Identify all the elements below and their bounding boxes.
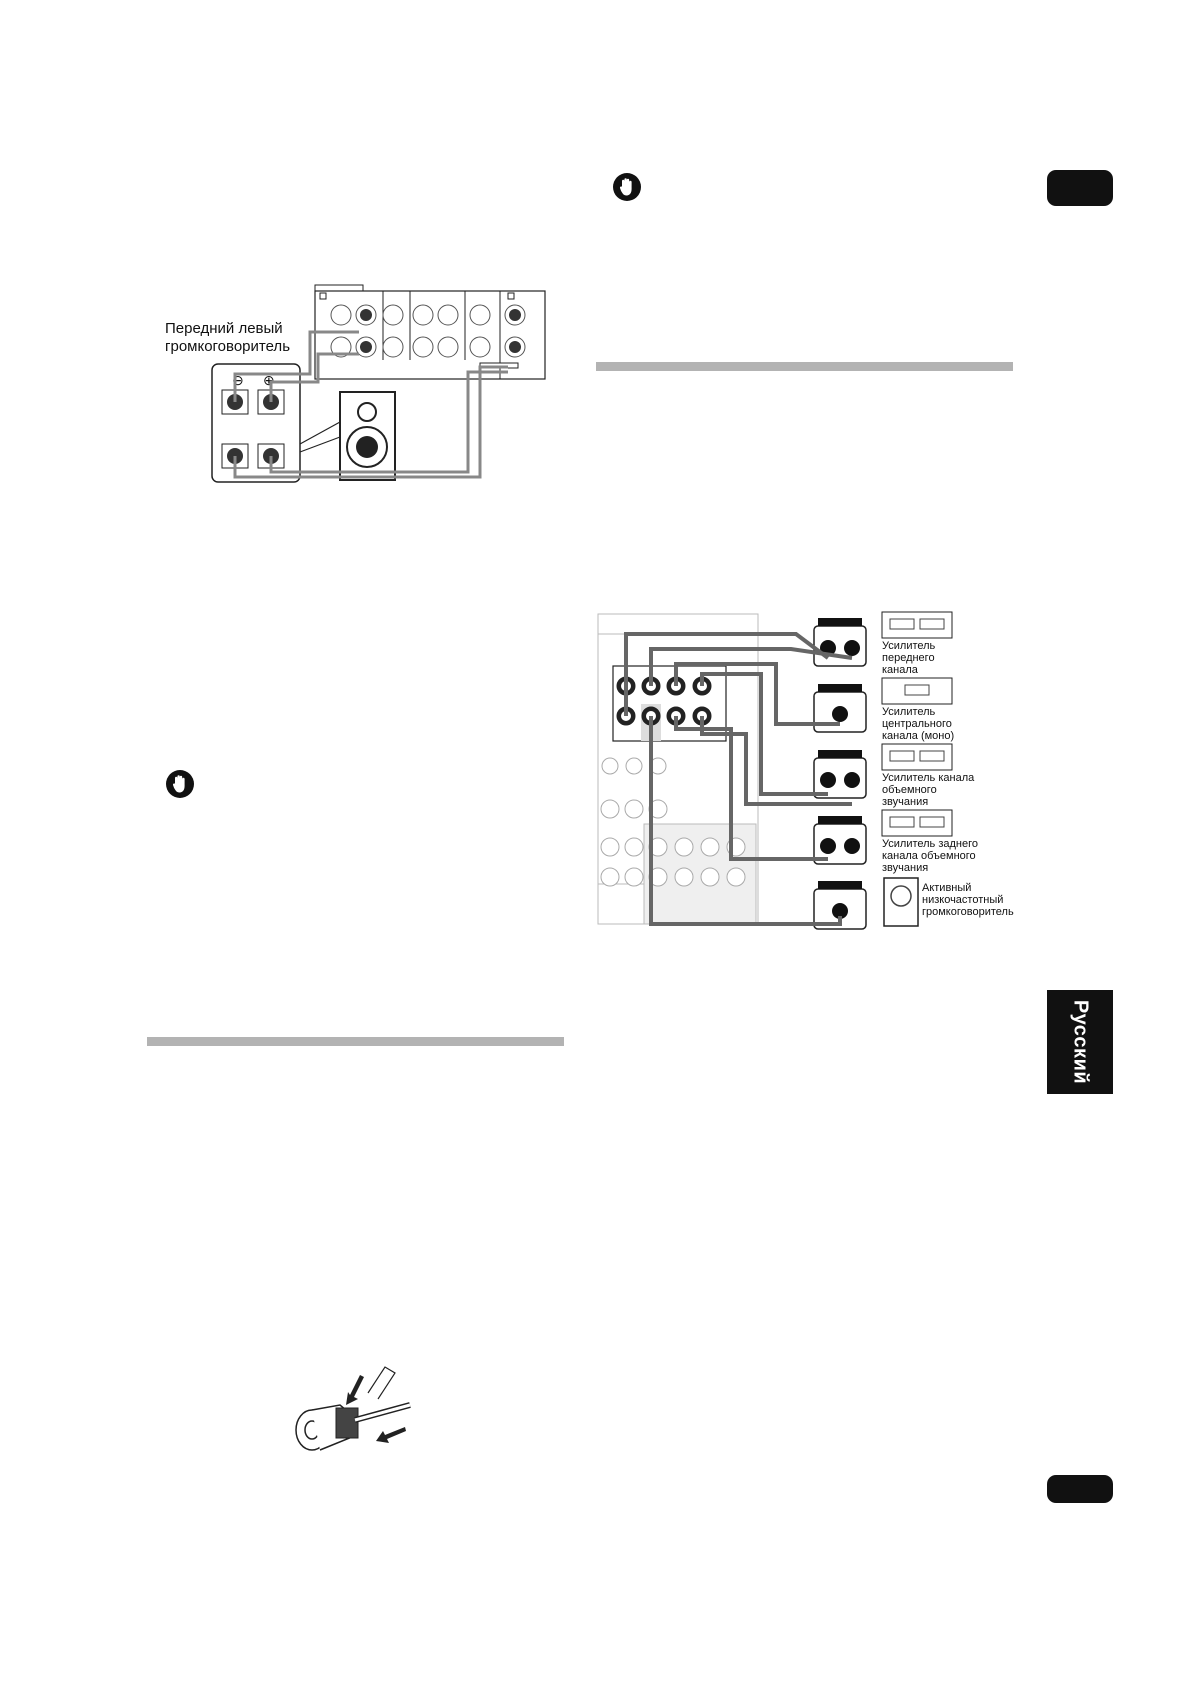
section-divider-left xyxy=(147,1037,564,1046)
svg-text:⊕: ⊕ xyxy=(263,372,275,388)
chapter-number-tab xyxy=(1047,170,1113,206)
caution-hand-icon xyxy=(613,173,641,201)
page-number-tab xyxy=(1047,1475,1113,1503)
language-tab: Русский xyxy=(1047,990,1113,1094)
front-left-speaker-label-line2: громкоговоритель xyxy=(165,338,291,355)
language-tab-label: Русский xyxy=(1069,999,1092,1085)
svg-text:⊖: ⊖ xyxy=(232,372,244,388)
wire-insertion-illustration xyxy=(290,1365,440,1465)
caution-hand-icon xyxy=(166,770,194,798)
speaker-icon xyxy=(339,391,396,481)
front-left-speaker-label-line1: Передний левый xyxy=(165,320,283,337)
section-divider-right xyxy=(596,362,1013,371)
speaker-connection-diagram: ⊖ ⊕ Передний левый громкоговоритель xyxy=(150,272,550,487)
screwdriver-arrow-icon xyxy=(346,1375,406,1443)
